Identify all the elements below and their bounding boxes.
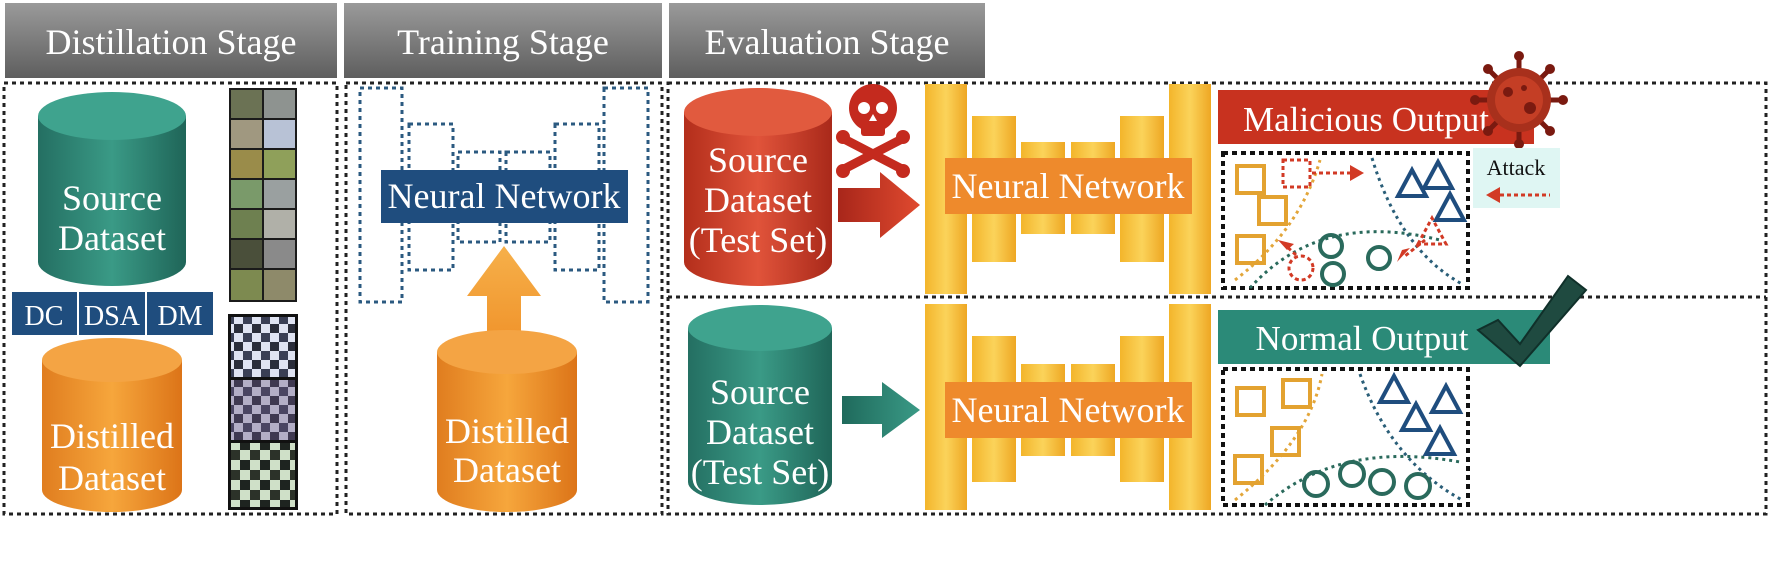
malicious-neural-network-label: Neural Network: [952, 166, 1185, 206]
normal-neural-network-box: Neural Network: [945, 382, 1192, 438]
distilled-dataset-cylinder-training: Distilled Dataset: [437, 330, 577, 512]
arrow-right-normal-icon: [842, 382, 920, 438]
distilled-dataset-training-line1: Distilled: [445, 411, 569, 451]
normal-output-label: Normal Output: [1256, 319, 1469, 358]
method-dsa-label: DSA: [84, 301, 141, 332]
method-dm-box: DM: [147, 292, 213, 335]
malicious-dataset-line3: (Test Set): [689, 220, 827, 260]
arrow-right-malicious-icon: [838, 172, 920, 238]
method-dsa-box: DSA: [79, 292, 145, 335]
source-dataset-cylinder: Source Dataset: [38, 92, 186, 286]
header-evaluation: Evaluation Stage: [669, 3, 985, 78]
method-dc-box: DC: [12, 292, 77, 335]
source-dataset-line1: Source: [62, 178, 162, 218]
distilled-dataset-left-line1: Distilled: [50, 416, 174, 456]
normal-dataset-line2: Dataset: [706, 412, 814, 452]
malicious-classification-plot: [1221, 151, 1470, 290]
distilled-dataset-left-line2: Dataset: [58, 458, 166, 498]
normal-dataset-line1: Source: [710, 372, 810, 412]
distilled-dataset-cylinder-left: Distilled Dataset: [42, 338, 182, 512]
method-dm-label: DM: [157, 301, 202, 332]
header-evaluation-label: Evaluation Stage: [705, 22, 950, 62]
training-neural-network-box: Neural Network: [381, 170, 628, 223]
attack-legend-label: Attack: [1487, 155, 1546, 180]
header-training: Training Stage: [344, 3, 662, 78]
training-panel: [344, 81, 664, 516]
arrow-up-icon: [467, 246, 541, 340]
header-distillation-label: Distillation Stage: [46, 22, 297, 62]
virus-icon: [1470, 51, 1568, 149]
distilled-dataset-training-line2: Dataset: [453, 450, 561, 490]
skull-crossbones-icon: [836, 84, 910, 178]
malicious-output-label: Malicious Output: [1243, 100, 1489, 139]
source-image-grid: [229, 88, 297, 302]
header-distillation: Distillation Stage: [5, 3, 337, 78]
source-dataset-line2: Dataset: [58, 218, 166, 258]
training-neural-network-label: Neural Network: [388, 176, 621, 216]
malicious-dataset-line2: Dataset: [704, 180, 812, 220]
distillation-panel: [2, 81, 339, 516]
attack-legend: Attack: [1473, 148, 1560, 208]
distilled-image-strip: [228, 314, 298, 510]
header-training-label: Training Stage: [397, 22, 609, 62]
checkmark-icon: [1476, 274, 1588, 368]
malicious-neural-network-box: Neural Network: [945, 158, 1192, 214]
evaluation-panel: [666, 81, 1768, 516]
normal-dataset-line3: (Test Set): [691, 452, 829, 492]
malicious-source-dataset-cylinder: Source Dataset (Test Set): [684, 88, 832, 286]
malicious-dataset-line1: Source: [708, 140, 808, 180]
normal-neural-network-label: Neural Network: [952, 390, 1185, 430]
normal-output-banner: Normal Output: [1218, 310, 1550, 364]
normal-classification-plot: [1221, 367, 1470, 507]
method-dc-label: DC: [25, 301, 64, 332]
normal-source-dataset-cylinder: Source Dataset (Test Set): [688, 305, 832, 505]
